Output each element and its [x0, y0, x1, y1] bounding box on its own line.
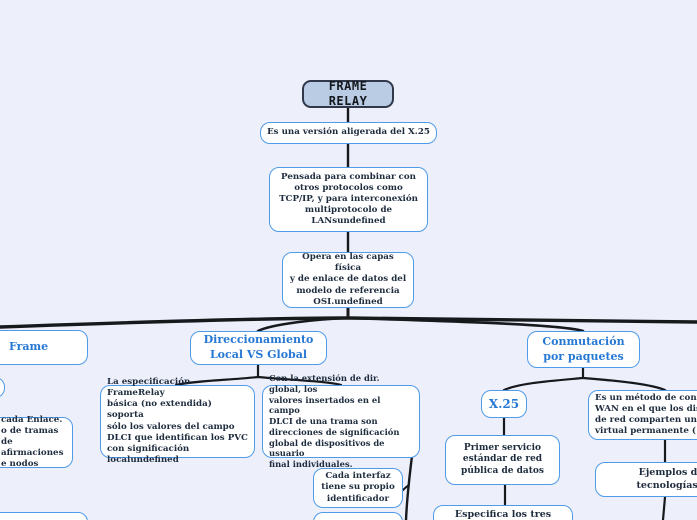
node-below-interfaz-clipped[interactable] — [313, 512, 403, 520]
connector — [661, 495, 667, 520]
node-enlace-fragment[interactable]: cada Enlace. o de tramas de afirmaciones… — [0, 415, 73, 469]
node-direccionamiento[interactable]: Direccionamiento Local VS Global — [190, 331, 327, 365]
connector — [174, 375, 260, 387]
node-opera-capas-osi[interactable]: Opera en las capas física y de enlace de… — [282, 252, 414, 308]
node-especificacion-basica[interactable]: La especificación FrameRelay básica (no … — [100, 377, 255, 465]
node-cada-interfaz[interactable]: Cada interfaz tiene su propio identifica… — [313, 468, 403, 508]
node-pensada-combinar[interactable]: Pensada para combinar con otros protocol… — [269, 167, 428, 232]
node-metodo-conmutacion[interactable]: Es un método de conm WAN en el que los d… — [588, 390, 697, 440]
node-bottom-left-clipped[interactable] — [0, 512, 88, 520]
connector — [0, 316, 697, 329]
node-conmutacion-paquetes[interactable]: Conmutación por paquetes — [527, 331, 640, 368]
connector — [581, 376, 667, 392]
connector — [256, 375, 343, 387]
node-version-aligerada[interactable]: Es una versión aligerada del X.25 — [260, 122, 437, 144]
node-frame-topic[interactable]: Frame — [0, 330, 88, 365]
connector — [256, 316, 350, 333]
connector — [346, 316, 585, 333]
node-frame-relay[interactable]: FRAME RELAY — [302, 79, 394, 108]
node-extension-global[interactable]: Con la extensión de dir. global, los val… — [262, 373, 420, 469]
connector — [502, 376, 585, 392]
node-especifica-los-tres[interactable]: Especifica los tres — [433, 505, 573, 520]
node-ejemplos-tecnologias[interactable]: Ejemplos de la tecnologías WA — [595, 462, 697, 497]
node-primer-servicio[interactable]: Primer servicio estándar de red pública … — [445, 435, 560, 485]
node-x25[interactable]: X.25 — [481, 390, 527, 418]
